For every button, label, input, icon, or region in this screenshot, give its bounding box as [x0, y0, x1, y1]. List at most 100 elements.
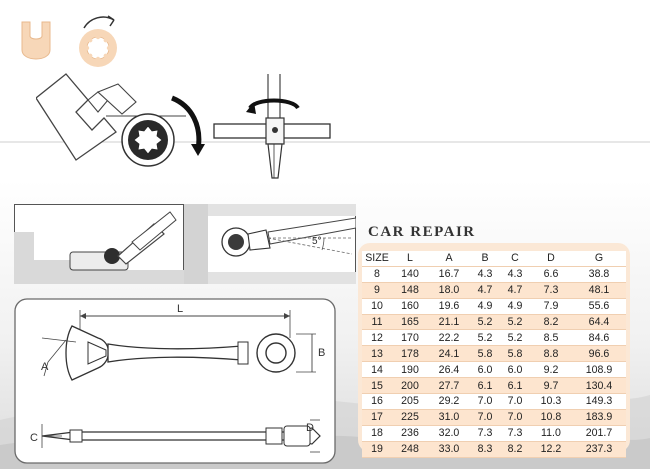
table-cell: 7.0 — [469, 393, 500, 410]
spec-col-l: L — [392, 251, 428, 267]
table-cell: 27.7 — [428, 377, 470, 395]
table-cell: 149.3 — [571, 393, 626, 410]
table-cell: 5.2 — [499, 314, 530, 331]
table-cell: 170 — [392, 329, 428, 347]
table-cell: 10.8 — [529, 409, 572, 426]
table-cell: 178 — [392, 345, 428, 363]
confined-space-left-diagram — [14, 204, 184, 284]
table-cell: 108.9 — [571, 361, 626, 379]
table-cell: 18.0 — [428, 282, 470, 299]
table-cell: 4.7 — [499, 282, 530, 299]
table-cell: 64.4 — [571, 314, 626, 331]
table-cell: 31.0 — [428, 409, 470, 426]
table-cell: 33.0 — [428, 441, 470, 458]
spec-table-head: SIZE L A B C D G — [362, 251, 626, 267]
table-cell: 6.0 — [469, 361, 500, 379]
table-cell: 8.2 — [529, 314, 572, 331]
table-cell: 15 — [362, 377, 392, 395]
socket-side-view-diagram — [213, 74, 331, 179]
dimension-label-d: D — [306, 422, 314, 434]
spec-col-c: C — [499, 251, 530, 267]
table-cell: 237.3 — [571, 441, 626, 458]
table-cell: 10 — [362, 298, 392, 315]
table-cell: 9.7 — [529, 377, 572, 395]
table-cell: 11.0 — [529, 425, 572, 442]
table-cell: 24.1 — [428, 345, 470, 363]
table-cell: 84.6 — [571, 329, 626, 347]
table-cell: 7.3 — [499, 425, 530, 442]
table-cell: 140 — [392, 266, 428, 283]
table-cell: 29.2 — [428, 393, 470, 410]
dimension-label-l: L — [177, 303, 184, 315]
table-cell: 48.1 — [571, 282, 626, 299]
spec-col-b: B — [469, 251, 500, 267]
table-cell: 165 — [392, 314, 428, 331]
table-cell: 4.3 — [499, 266, 530, 283]
table-cell: 4.7 — [469, 282, 500, 299]
table-cell: 6.1 — [469, 377, 500, 395]
table-cell: 10.3 — [529, 393, 572, 410]
table-cell: 5.8 — [499, 345, 530, 363]
table-cell: 4.9 — [469, 298, 500, 315]
open-end-icon — [21, 21, 51, 60]
spec-col-a: A — [428, 251, 470, 267]
table-cell: 130.4 — [571, 377, 626, 395]
table-cell: 190 — [392, 361, 428, 379]
table-cell: 16 — [362, 393, 392, 410]
table-cell: 12.2 — [529, 441, 572, 458]
table-cell: 32.0 — [428, 425, 470, 442]
table-cell: 4.3 — [469, 266, 500, 283]
table-cell: 6.6 — [529, 266, 572, 283]
table-cell: 8.2 — [499, 441, 530, 458]
table-cell: 248 — [392, 441, 428, 458]
table-cell: 7.3 — [529, 282, 572, 299]
spec-title: CAR REPAIR — [368, 224, 476, 240]
table-cell: 9.2 — [529, 361, 572, 379]
table-cell: 5.8 — [469, 345, 500, 363]
table-cell: 16.7 — [428, 266, 470, 283]
angle-label: 5° — [312, 236, 322, 247]
table-cell: 6.1 — [499, 377, 530, 395]
table-cell: 8.5 — [529, 329, 572, 347]
spec-col-g: G — [571, 251, 626, 267]
spec-col-d: D — [529, 251, 572, 267]
spec-header-row: SIZE L A B C D G — [362, 251, 626, 267]
table-cell: 160 — [392, 298, 428, 315]
table-cell: 12 — [362, 329, 392, 347]
table-cell: 38.8 — [571, 266, 626, 283]
table-cell: 9 — [362, 282, 392, 299]
table-cell: 7.9 — [529, 298, 572, 315]
table-cell: 200 — [392, 377, 428, 395]
table-cell: 18 — [362, 425, 392, 442]
table-cell: 205 — [392, 393, 428, 410]
table-cell: 7.0 — [499, 409, 530, 426]
table-cell: 6.0 — [499, 361, 530, 379]
table-cell: 8.8 — [529, 345, 572, 363]
angle-clearance-diagram — [184, 204, 356, 284]
table-cell: 96.6 — [571, 345, 626, 363]
table-cell: 7.0 — [499, 393, 530, 410]
table-cell: 19 — [362, 441, 392, 458]
table-cell: 11 — [362, 314, 392, 331]
dimension-label-a: A — [41, 361, 49, 373]
table-cell: 55.6 — [571, 298, 626, 315]
table-cell: 236 — [392, 425, 428, 442]
table-cell: 21.1 — [428, 314, 470, 331]
table-cell: 13 — [362, 345, 392, 363]
dimension-label-b: B — [318, 347, 326, 359]
table-cell: 4.9 — [499, 298, 530, 315]
